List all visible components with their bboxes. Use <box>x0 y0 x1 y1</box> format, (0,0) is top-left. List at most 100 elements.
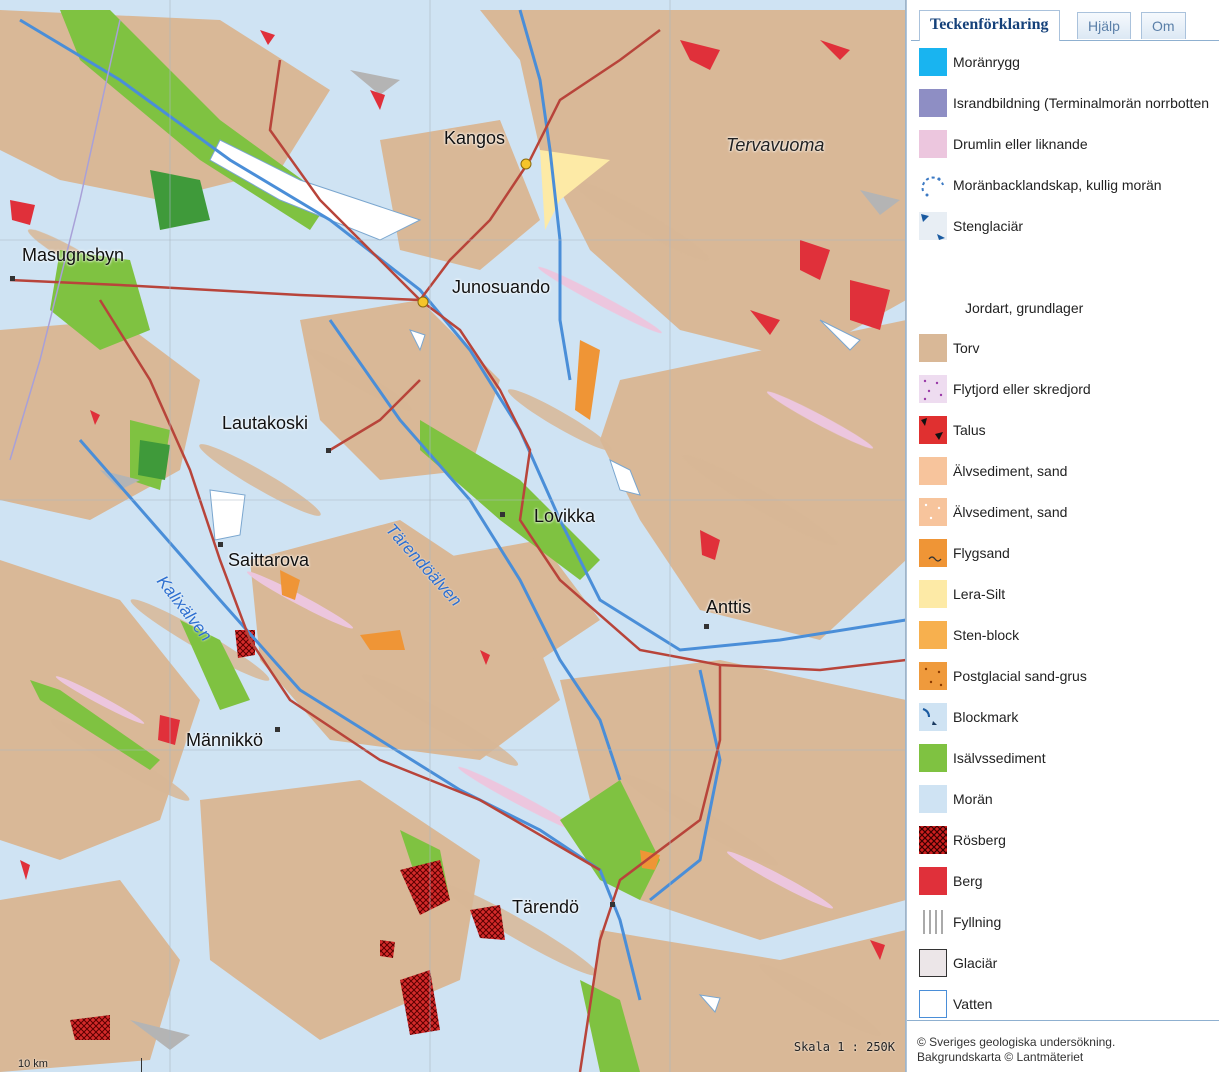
israndbildning-swatch <box>919 89 947 117</box>
legend-label: Stenglaciär <box>953 218 1024 234</box>
place-label-kangos: Kangos <box>444 128 506 148</box>
lera-silt-swatch <box>919 580 947 608</box>
legend-label: Lera-Silt <box>953 586 1006 602</box>
saittarova-marker <box>218 542 223 547</box>
scalebar-tick <box>141 1058 142 1072</box>
gray-areas <box>100 70 900 1050</box>
berg-areas <box>10 30 890 960</box>
junosuando-marker <box>417 296 429 308</box>
legend-list[interactable]: Moränrygg Israndbildning (Terminalmorän … <box>907 42 1219 1020</box>
legend-item-drumlin: Drumlin eller liknande <box>919 129 1088 159</box>
attribution-line-2: Bakgrundskarta © Lantmäteriet <box>917 1050 1084 1064</box>
legend-label: Berg <box>953 873 983 889</box>
legend-item-lera-silt: Lera-Silt <box>919 579 1005 609</box>
legend-label: Blockmark <box>953 709 1019 725</box>
anttis-marker <box>704 624 709 629</box>
place-label-lovikka: Lovikka <box>534 506 596 526</box>
legend-item-flygsand: Flygsand <box>919 538 1010 568</box>
attribution-line-1: © Sveriges geologiska undersökning. <box>917 1035 1116 1049</box>
orange-dots-icon <box>919 662 947 690</box>
legend-item-glaciar: Glaciär <box>919 948 997 978</box>
rosberg-areas <box>70 630 505 1040</box>
legend-label: Isälvssediment <box>953 750 1046 766</box>
place-label-mannikko: Männikkö <box>186 730 264 750</box>
moranrygg-swatch <box>919 48 947 76</box>
drumlin-swatch <box>919 130 947 158</box>
place-label-tarendo: Tärendö <box>512 897 580 917</box>
tab-hjalp[interactable]: Hjälp <box>1077 12 1131 39</box>
legend-item-alvsediment-sand-2: Älvsediment, sand <box>919 497 1067 527</box>
legend-label: Morän <box>953 791 993 807</box>
legend-label: Flytjord eller skredjord <box>953 381 1091 397</box>
legend-label: Israndbildning (Terminalmorän norrbotten <box>953 95 1210 111</box>
legend-item-flytjord: Flytjord eller skredjord <box>919 374 1091 404</box>
water-swatch <box>919 990 947 1018</box>
purple-dots-icon <box>919 375 947 403</box>
crosshatch-icon <box>919 826 947 854</box>
map-canvas[interactable]: Kangos Tervavuoma Masugnsbyn Junosuando … <box>0 0 906 1072</box>
lautakoski-marker <box>326 448 331 453</box>
legend-item-isalvssediment: Isälvssediment <box>919 743 1046 773</box>
geology-map-graphics[interactable] <box>0 0 906 1072</box>
roads <box>9 29 905 1072</box>
dotted-swatch <box>919 498 947 526</box>
legend-item-rosberg: Rösberg <box>919 825 1006 855</box>
drumlin-streaks <box>55 266 874 909</box>
legend-heading-jordart: Jordart, grundlager <box>965 300 1084 316</box>
legend-item-stenglaciar: Stenglaciär <box>919 211 1023 241</box>
blockmark-icon <box>919 703 947 731</box>
bordered-swatch <box>919 949 947 977</box>
place-label-saittarova: Saittarova <box>228 550 310 570</box>
legend-label: Rösberg <box>953 832 1006 848</box>
vertical-lines-icon <box>919 908 947 936</box>
legend-label: Sten-block <box>953 627 1020 643</box>
legend-label: Moränbacklandskap, kullig morän <box>953 177 1162 193</box>
legend-label: Moränrygg <box>953 54 1020 70</box>
alvsediment-swatch <box>919 457 947 485</box>
masugnsbyn-marker <box>10 276 15 281</box>
wave-icon <box>919 539 947 567</box>
legend-item-postglacial: Postglacial sand-grus <box>919 661 1087 691</box>
legend-item-berg: Berg <box>919 866 983 896</box>
torv-swatch <box>919 334 947 362</box>
tab-teckenforklaring[interactable]: Teckenförklaring <box>919 10 1060 41</box>
legend-label: Torv <box>953 340 980 356</box>
map-scale-text: Skala 1 : 250K <box>793 1040 895 1054</box>
legend-label: Postglacial sand-grus <box>953 668 1087 684</box>
tab-om[interactable]: Om <box>1141 12 1186 39</box>
legend-item-alvsediment-sand-1: Älvsediment, sand <box>919 456 1067 486</box>
flygsand-areas <box>280 340 660 870</box>
lera-silt-area <box>540 150 610 230</box>
dark-green-areas <box>138 170 210 480</box>
map-grid <box>0 0 905 1072</box>
attribution-footer: © Sveriges geologiska undersökning. Bakg… <box>907 1020 1219 1072</box>
legend-item-israndbildning: Israndbildning (Terminalmorän norrbotten <box>919 88 1209 118</box>
isalvssediment-swatch <box>919 744 947 772</box>
lovikka-marker <box>500 512 505 517</box>
berg-swatch <box>919 867 947 895</box>
legend-label: Fyllning <box>953 914 1002 930</box>
panel-tabs: Teckenförklaring Hjälp Om <box>911 10 1219 41</box>
boundary-line <box>9 19 121 461</box>
legend-label: Älvsediment, sand <box>953 504 1068 520</box>
legend-label: Glaciär <box>953 955 998 971</box>
legend-item-blockmark: Blockmark <box>919 702 1018 732</box>
place-label-tervavuoma: Tervavuoma <box>726 135 825 155</box>
legend-label: Vatten <box>953 996 993 1012</box>
water-bodies <box>209 139 861 1013</box>
legend-item-fyllning: Fyllning <box>919 907 1001 937</box>
place-label-junosuando: Junosuando <box>452 277 551 297</box>
legend-panel: Teckenförklaring Hjälp Om Moränrygg Isra… <box>906 0 1219 1072</box>
talus-icon <box>919 416 947 444</box>
legend-label: Talus <box>953 422 986 438</box>
legend-label: Älvsediment, sand <box>953 463 1068 479</box>
legend-item-moran: Morän <box>919 784 993 814</box>
legend-item-talus: Talus <box>919 415 986 445</box>
place-markers <box>10 158 709 907</box>
legend-item-torv: Torv <box>919 333 979 363</box>
place-label-lautakoski: Lautakoski <box>222 413 309 433</box>
legend-item-moranrygg: Moränrygg <box>919 47 1020 77</box>
arc-dots-icon <box>919 171 947 199</box>
mannikko-marker <box>275 727 280 732</box>
scalebar-label: 10 km <box>18 1058 48 1070</box>
